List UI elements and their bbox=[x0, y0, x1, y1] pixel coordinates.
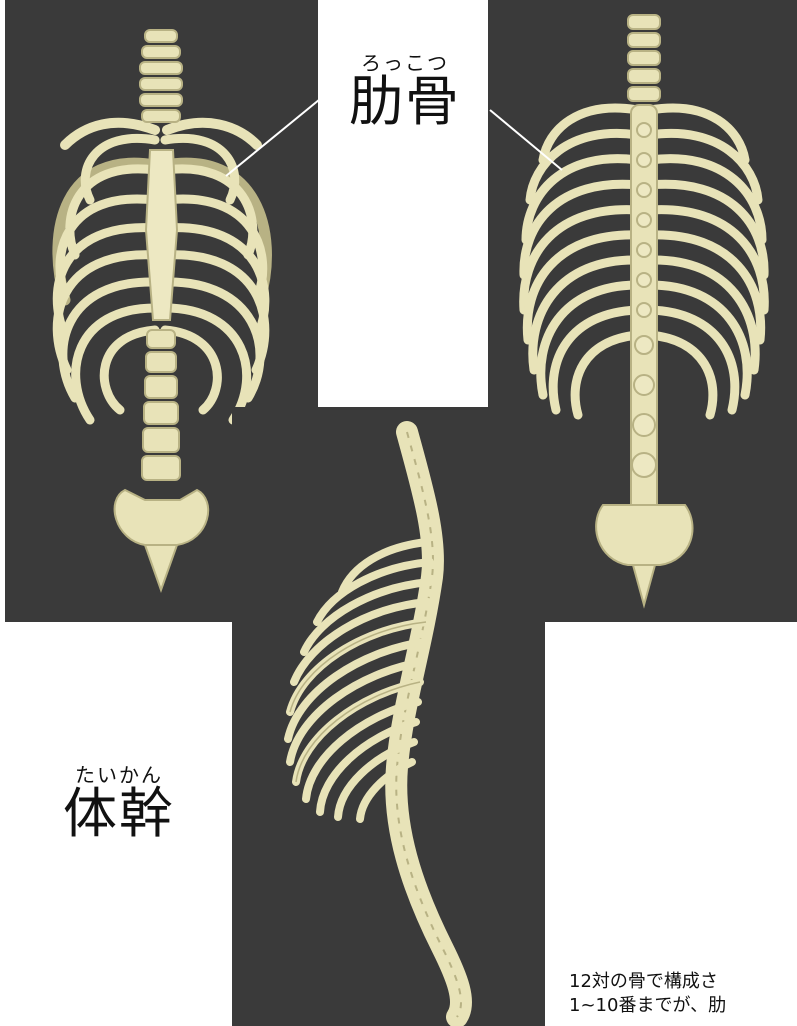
trunk-label-kanji: 体幹 bbox=[44, 786, 194, 842]
description-text: 12対の骨で構成さ 1~10番までが、肋 bbox=[569, 970, 797, 1018]
rib-label-kanji: 肋骨 bbox=[340, 74, 470, 130]
side-skeleton-illustration bbox=[232, 407, 545, 1026]
rib-label: ろっこつ 肋骨 bbox=[340, 52, 470, 130]
trunk-label: たいかん 体幹 bbox=[44, 764, 194, 842]
side-view-panel bbox=[232, 407, 545, 1026]
description-line-1: 12対の骨で構成さ bbox=[569, 970, 797, 994]
description-line-2: 1~10番までが、肋 bbox=[569, 994, 797, 1018]
